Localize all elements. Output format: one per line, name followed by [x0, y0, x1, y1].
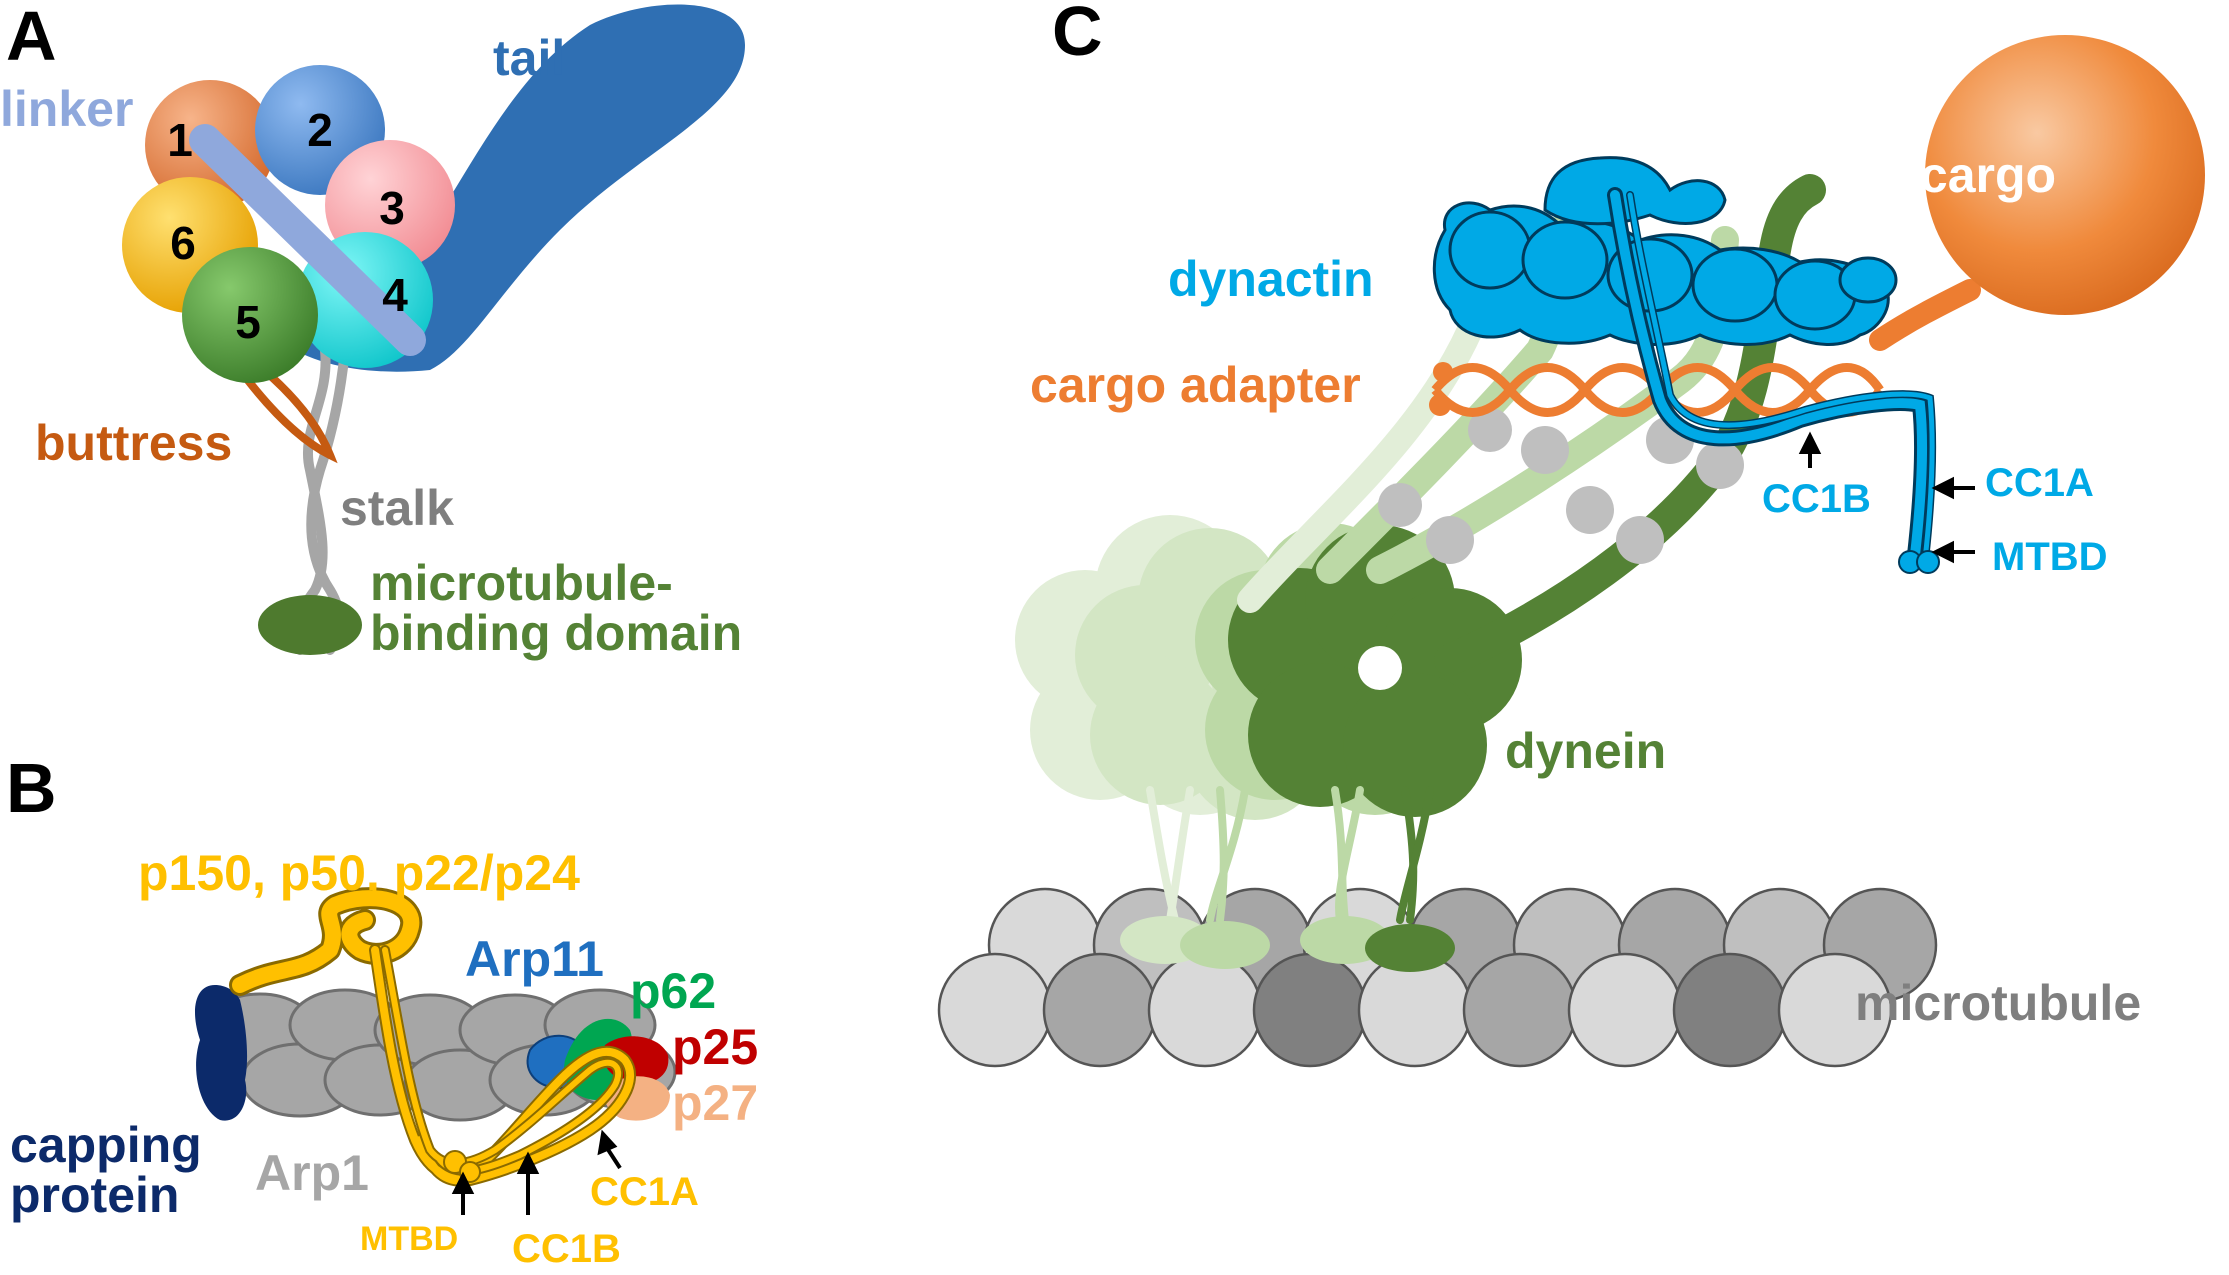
cargo-sphere: [1925, 35, 2205, 315]
label-c-cc1a: CC1A: [1985, 461, 2094, 505]
label-p62: p62: [630, 963, 716, 1019]
label-p25: p25: [672, 1019, 758, 1075]
label-mtbd-line2: binding domain: [370, 605, 742, 661]
label-linker: linker: [0, 81, 133, 137]
label-dynein: dynein: [1505, 723, 1666, 779]
label-arp11: Arp11: [465, 931, 604, 987]
panel-b: B: [6, 749, 758, 1271]
label-cargo: cargo: [1920, 147, 2056, 203]
dynein-mtbds: [1120, 916, 1455, 972]
dynactin-p150-arm: [1607, 187, 1937, 564]
label-p150-group: p150, p50, p22/p24: [138, 845, 580, 901]
capping-protein-shape: [195, 985, 248, 1121]
dynactin-mtbd-2: [1916, 550, 1940, 574]
buttress-shape: [236, 361, 338, 464]
label-c-cc1b: CC1B: [1762, 477, 1871, 521]
label-capping-line2: protein: [10, 1167, 179, 1223]
label-cargo-adapter: cargo adapter: [1030, 357, 1361, 413]
linker-bar: [189, 124, 426, 356]
dynein-stalks: [1146, 786, 1434, 924]
label-stalk: stalk: [340, 480, 454, 536]
label-b-cc1a: CC1A: [590, 1170, 699, 1214]
domain-5-label: 5: [235, 296, 261, 348]
label-capping-line1: capping: [10, 1117, 202, 1173]
domain-3-label: 3: [379, 182, 405, 234]
label-dynactin: dynactin: [1168, 251, 1374, 307]
adapter-end-left-2: [1433, 362, 1453, 382]
domain-6-label: 6: [170, 217, 196, 269]
microtubule: [937, 887, 1938, 1068]
panel-a-letter: A: [6, 0, 57, 75]
mtbd-ellipse: [258, 595, 362, 655]
label-microtubule: microtubule: [1855, 975, 2141, 1031]
domain-1-label: 1: [167, 114, 193, 166]
panel-c-letter: C: [1052, 0, 1103, 70]
panel-b-letter: B: [6, 749, 57, 827]
label-mtbd-line1: microtubule-: [370, 555, 673, 611]
adapter-end-left: [1429, 394, 1451, 416]
label-b-mtbd: MTBD: [360, 1220, 458, 1258]
domain-4-label: 4: [382, 269, 408, 321]
label-b-cc1b: CC1B: [512, 1227, 621, 1270]
label-p27: p27: [672, 1075, 758, 1131]
panel-c: C: [937, 0, 2205, 1068]
panel-c-arrows: [1798, 431, 1975, 564]
dynein-heads: [1015, 515, 1522, 820]
label-c-mtbd: MTBD: [1992, 535, 2108, 579]
panel-b-arrows: [451, 1129, 622, 1215]
dynactin-complex: [1432, 156, 1898, 346]
domain-5-circle: [182, 247, 318, 383]
label-tail: tail: [493, 30, 565, 86]
panel-a: A 1 2 3 4 5 6 linker tail buttress stalk…: [0, 0, 745, 661]
label-buttress: buttress: [35, 415, 232, 471]
label-arp1: Arp1: [255, 1145, 369, 1201]
p150-projection: [229, 887, 636, 1187]
domain-2-label: 2: [307, 104, 333, 156]
